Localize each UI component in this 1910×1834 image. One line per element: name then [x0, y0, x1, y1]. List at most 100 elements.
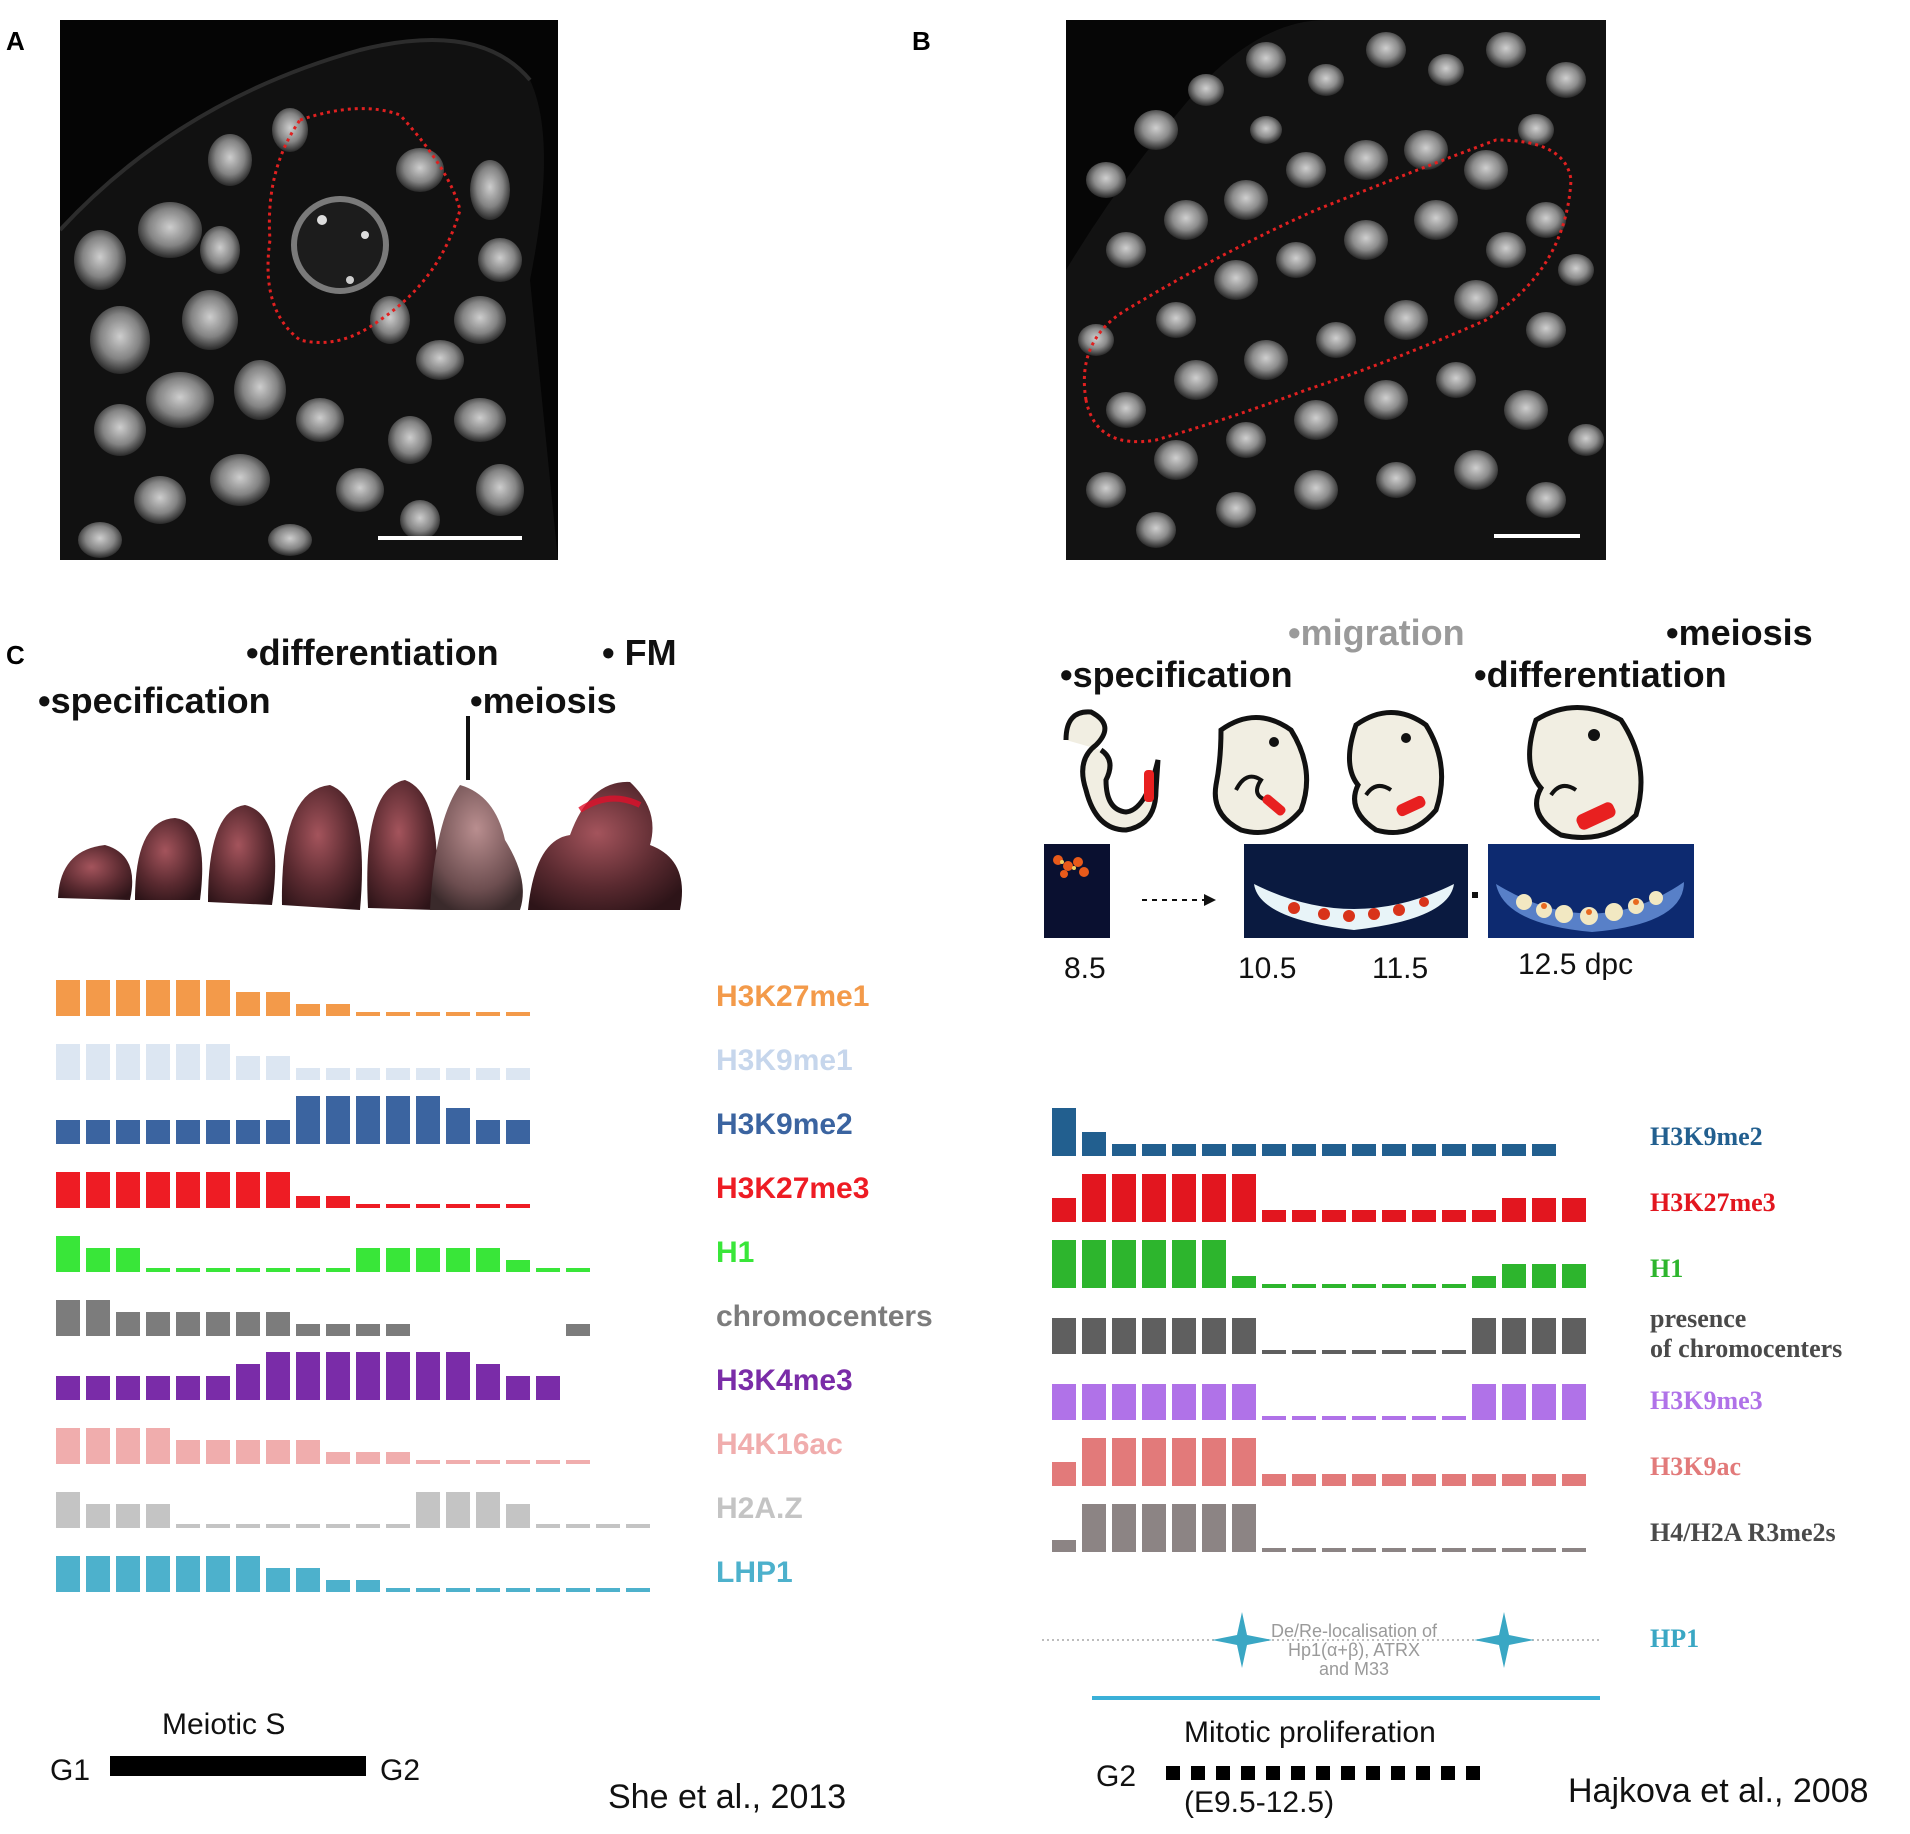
- mark-bar: [416, 1492, 440, 1528]
- mark-bar: [176, 1172, 200, 1208]
- mark-bar: [1502, 1474, 1526, 1486]
- mark-bar: [1472, 1318, 1496, 1354]
- mark-bar: [476, 1248, 500, 1272]
- mark-bar: [1052, 1384, 1076, 1420]
- mark-bar: [1052, 1240, 1076, 1288]
- mark-bar: [1052, 1198, 1076, 1222]
- stage-specification-left: •specification: [38, 680, 271, 721]
- mark-bar: [1082, 1504, 1106, 1552]
- mark-bar: [116, 1504, 140, 1528]
- mark-label-right-5: H3K9ac: [1650, 1452, 1741, 1481]
- stage-differentiation-left: •differentiation: [246, 632, 499, 673]
- mark-bar: [1112, 1144, 1136, 1156]
- mark-bar: [236, 1524, 260, 1528]
- mark-bar: [1352, 1474, 1376, 1486]
- mark-bar: [446, 1068, 470, 1080]
- mark-bar: [1442, 1144, 1466, 1156]
- mark-bar: [386, 1588, 410, 1592]
- stage-meiosis-right: •meiosis: [1666, 612, 1813, 653]
- mark-row-6: [1052, 1504, 1586, 1552]
- mitotic-dash: [1241, 1766, 1255, 1780]
- hp1-star-right: [1474, 1612, 1534, 1668]
- mark-bar: [566, 1460, 590, 1464]
- mark-bar: [1112, 1174, 1136, 1222]
- mark-bar: [446, 1204, 470, 1208]
- mark-bar: [566, 1588, 590, 1592]
- mitotic-proliferation-label: Mitotic proliferation: [1184, 1716, 1436, 1749]
- mark-bar: [356, 1248, 380, 1272]
- mark-bar: [1502, 1318, 1526, 1354]
- mark-bar: [236, 1172, 260, 1208]
- mark-bar: [56, 1044, 80, 1080]
- mark-bar: [236, 1440, 260, 1464]
- mark-bar: [236, 1312, 260, 1336]
- mark-bar: [176, 1556, 200, 1592]
- mark-bar: [56, 1300, 80, 1336]
- meiotic-s-label: Meiotic S: [162, 1708, 286, 1741]
- mark-bar: [1442, 1284, 1466, 1288]
- mark-bar: [326, 1524, 350, 1528]
- mark-bar: [1262, 1210, 1286, 1222]
- mitotic-dash: [1291, 1766, 1305, 1780]
- mark-bar: [116, 1376, 140, 1400]
- mark-row-0: [1052, 1108, 1556, 1156]
- mark-bar: [506, 1260, 530, 1272]
- mark-bar: [1232, 1276, 1256, 1288]
- citation-left: She et al., 2013: [608, 1778, 847, 1816]
- mark-label-right-1: H3K27me3: [1650, 1188, 1776, 1217]
- mitotic-dash: [1316, 1766, 1330, 1780]
- mark-bar: [1202, 1174, 1226, 1222]
- mark-bar: [146, 1268, 170, 1272]
- mark-bar: [566, 1268, 590, 1272]
- mark-bar: [1562, 1318, 1586, 1354]
- mitotic-dash: [1166, 1766, 1180, 1780]
- mark-bar: [296, 1096, 320, 1144]
- mark-bar: [536, 1376, 560, 1400]
- mark-bar: [1472, 1276, 1496, 1288]
- mark-bar: [1262, 1350, 1286, 1354]
- mark-bar: [1532, 1548, 1556, 1552]
- mark-bar: [1322, 1416, 1346, 1420]
- mark-bar: [1232, 1174, 1256, 1222]
- mark-bar: [386, 1452, 410, 1464]
- mark-bar: [86, 1248, 110, 1272]
- mark-bar: [1172, 1144, 1196, 1156]
- mark-bar: [416, 1248, 440, 1272]
- mark-bar: [1142, 1318, 1166, 1354]
- mark-bar: [146, 1120, 170, 1144]
- mark-bar: [1382, 1284, 1406, 1288]
- mark-bar: [1502, 1198, 1526, 1222]
- mark-bar: [1172, 1240, 1196, 1288]
- mitotic-dash: [1416, 1766, 1430, 1780]
- right-marks-chart: [1042, 1108, 1600, 1700]
- mark-bar: [146, 1428, 170, 1464]
- mark-bar: [1412, 1144, 1436, 1156]
- mark-bar: [1562, 1264, 1586, 1288]
- mark-bar: [446, 1352, 470, 1400]
- mark-bar: [536, 1524, 560, 1528]
- mark-bar: [566, 1324, 590, 1336]
- mark-label-left-3: H3K27me3: [716, 1172, 870, 1205]
- mark-bar: [386, 1248, 410, 1272]
- mark-row-1: [56, 1044, 530, 1080]
- day-label-1: 10.5: [1238, 952, 1297, 985]
- mark-bar: [1292, 1350, 1316, 1354]
- mark-bar: [1202, 1240, 1226, 1288]
- mitotic-dash: [1466, 1766, 1480, 1780]
- mark-bar: [1412, 1350, 1436, 1354]
- mark-label-right-4: H3K9me3: [1650, 1386, 1763, 1415]
- panel-label-c: C: [6, 640, 25, 670]
- mark-bar: [176, 1312, 200, 1336]
- mark-bar: [236, 1056, 260, 1080]
- mitotic-dash: [1366, 1766, 1380, 1780]
- mark-bar: [386, 1204, 410, 1208]
- mark-bar: [1052, 1108, 1076, 1156]
- mark-row-2: [56, 1096, 530, 1144]
- mark-bar: [356, 1204, 380, 1208]
- mark-bar: [1202, 1318, 1226, 1354]
- mark-bar: [1232, 1144, 1256, 1156]
- hp1-star-left: [1212, 1612, 1272, 1668]
- mark-bar: [356, 1324, 380, 1336]
- mark-bar: [56, 1236, 80, 1272]
- mark-bar: [626, 1588, 650, 1592]
